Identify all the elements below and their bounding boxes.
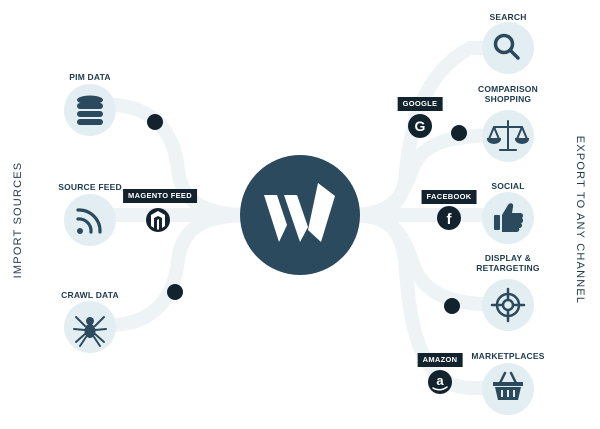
source-crawl-circle <box>64 301 116 353</box>
tag-magento-feed: MAGENTO FEED <box>123 189 197 203</box>
tag-google: GOOGLE <box>397 97 443 111</box>
google-icon: G <box>415 118 426 134</box>
label-marketplaces: MARKETPLACES <box>471 351 545 361</box>
flow-dot <box>451 125 467 141</box>
amazon-icon: a <box>436 373 444 388</box>
source-feed-circle <box>64 194 116 246</box>
logo-w-icon <box>264 183 335 242</box>
tag-amazon: AMAZON <box>417 353 463 367</box>
rss-icon <box>76 208 102 234</box>
export-channel-title: EXPORT TO ANY CHANNEL <box>574 135 586 305</box>
label-social: SOCIAL <box>491 181 525 191</box>
magento-badge <box>146 208 170 232</box>
amazon-badge <box>428 370 452 394</box>
facebook-icon: f <box>447 211 453 228</box>
search-icon <box>493 33 520 60</box>
channel-social-circle <box>482 192 534 244</box>
scale-icon <box>486 120 530 151</box>
basket-icon <box>493 371 523 400</box>
spider-icon <box>73 316 107 347</box>
flow-tracks <box>88 41 512 395</box>
label-search: SEARCH <box>489 12 527 22</box>
flow-dot <box>444 298 460 314</box>
magento-icon <box>151 211 165 230</box>
database-icon <box>77 95 103 125</box>
import-sources-title: IMPORT SOURCES <box>12 161 24 279</box>
channel-marketplaces-circle <box>482 363 534 415</box>
channel-display-circle <box>482 279 534 331</box>
google-badge <box>408 114 432 138</box>
label-comparison-shopping: COMPARISON SHOPPING <box>478 84 538 104</box>
label-source-feed: SOURCE FEED <box>58 182 122 192</box>
label-display-retargeting: DISPLAY & RETARGETING <box>476 253 540 273</box>
tag-facebook: FACEBOOK <box>421 190 477 204</box>
label-crawl-data: CRAWL DATA <box>61 290 119 300</box>
thumbs-up-icon <box>494 203 524 232</box>
facebook-badge <box>437 206 461 230</box>
flow-dot <box>147 114 163 130</box>
source-pim-circle <box>64 84 116 136</box>
channel-comparison-circle <box>482 110 534 162</box>
target-icon <box>490 287 526 323</box>
center-logo <box>240 155 360 275</box>
amazon-smile-icon <box>432 386 448 391</box>
channel-search-circle <box>482 22 534 74</box>
track-crawl <box>88 208 257 333</box>
label-pim-data: PIM DATA <box>69 72 111 82</box>
flow-dot <box>167 284 183 300</box>
